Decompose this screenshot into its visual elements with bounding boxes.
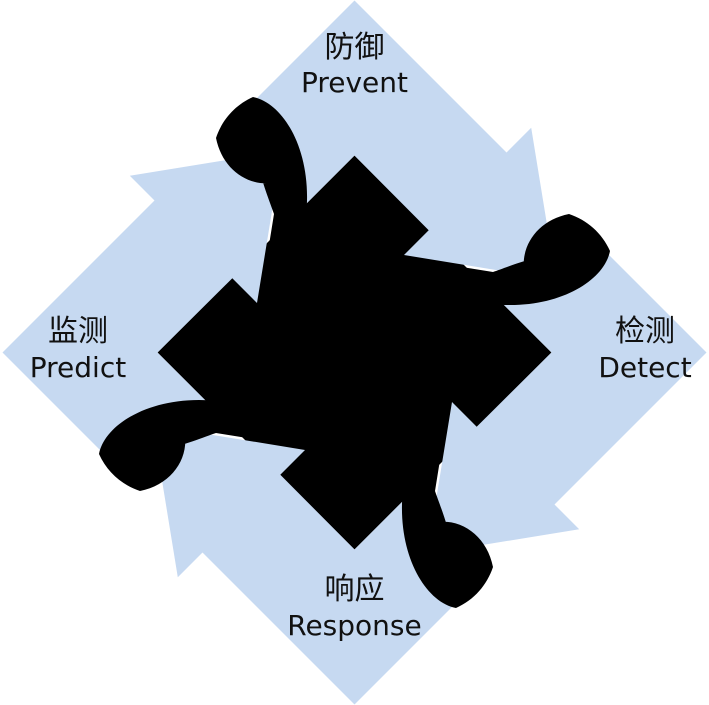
label-prevent-en: Prevent [301, 66, 408, 99]
label-predict-en: Predict [30, 351, 126, 384]
label-predict-zh: 监测 [48, 314, 108, 349]
label-response-en: Response [287, 609, 421, 642]
label-response-zh: 响应 [325, 572, 385, 607]
label-prevent-zh: 防御 [325, 30, 385, 65]
label-detect-zh: 检测 [615, 314, 675, 349]
label-detect-en: Detect [598, 351, 691, 384]
